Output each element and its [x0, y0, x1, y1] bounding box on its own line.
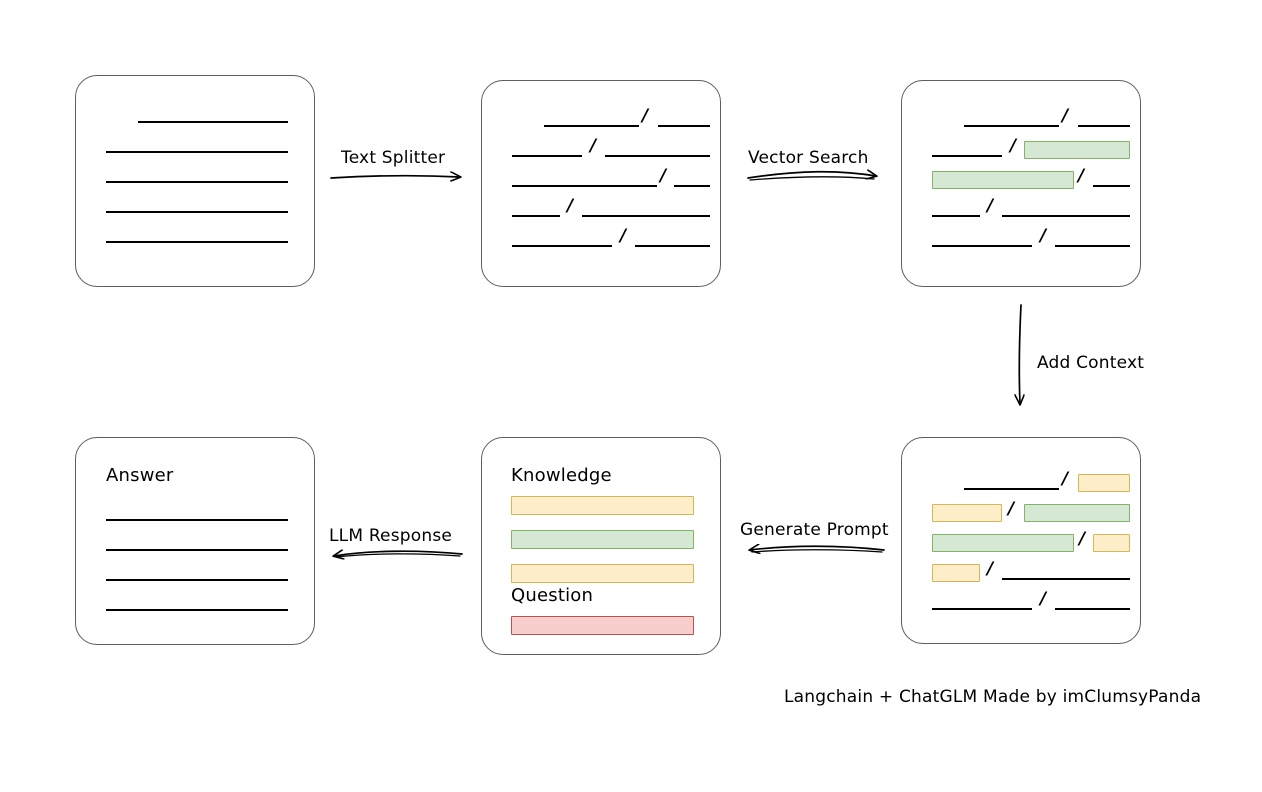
chunk-line	[964, 488, 1059, 490]
answer-box[interactable]: Answer	[75, 437, 315, 645]
chunk-separator-icon: /	[987, 559, 994, 579]
question-label: Question	[511, 585, 594, 606]
chunk-line	[635, 245, 710, 247]
footer-credit: Langchain + ChatGLM Made by imClumsyPand…	[784, 687, 1202, 707]
context-chunk-highlight	[1078, 474, 1130, 492]
llm-response-arrow	[334, 551, 463, 557]
knowledge-label: Knowledge	[511, 465, 612, 486]
chunk-line	[658, 125, 710, 127]
chunk-line	[932, 155, 1002, 157]
knowledge-chip	[511, 530, 694, 549]
generate-prompt-arrow	[750, 546, 885, 552]
matched-chunk-highlight	[932, 534, 1074, 552]
document-line	[106, 151, 288, 153]
document-line	[106, 211, 288, 213]
chunk-line	[1093, 185, 1130, 187]
chunk-separator-icon: /	[1040, 226, 1047, 246]
vector-search-label: Vector Search	[748, 148, 869, 168]
answer-line	[106, 549, 288, 551]
matched-chunk-highlight	[1024, 141, 1130, 159]
chunk-separator-icon: /	[1008, 499, 1015, 519]
chunk-separator-icon: /	[567, 196, 574, 216]
context-chunks-box[interactable]: / / / / /	[901, 437, 1141, 644]
chunk-line	[1002, 578, 1130, 580]
text-splitter-label: Text Splitter	[341, 148, 446, 168]
chunk-separator-icon: /	[987, 196, 994, 216]
text-splitter-arrow	[330, 176, 460, 178]
chunk-separator-icon: /	[1062, 106, 1069, 126]
chunk-separator-icon: /	[660, 166, 667, 186]
chunk-line	[512, 185, 657, 187]
chunk-line	[932, 245, 1032, 247]
context-chunk-highlight	[932, 504, 1002, 522]
chunk-line	[512, 215, 560, 217]
chunk-line	[1055, 245, 1130, 247]
chunk-separator-icon: /	[1062, 469, 1069, 489]
context-chunk-highlight	[932, 564, 980, 582]
chunk-separator-icon: /	[642, 106, 649, 126]
document-line	[106, 241, 288, 243]
matched-chunk-highlight	[932, 171, 1074, 189]
chunk-separator-icon: /	[590, 136, 597, 156]
chunk-line	[964, 125, 1059, 127]
matched-chunk-highlight	[1024, 504, 1130, 522]
chunk-line	[674, 185, 710, 187]
chunk-line	[544, 125, 639, 127]
chunk-line	[512, 155, 582, 157]
matched-chunks-box[interactable]: / / / / /	[901, 80, 1141, 287]
llm-response-label: LLM Response	[329, 526, 453, 546]
answer-line	[106, 609, 288, 611]
add-context-label: Add Context	[1037, 353, 1145, 373]
chunk-separator-icon: /	[1079, 529, 1086, 549]
document-line	[106, 181, 288, 183]
vector-search-arrow	[747, 172, 876, 181]
document-line	[138, 121, 288, 123]
chunk-line	[605, 155, 710, 157]
chunk-line	[1002, 215, 1130, 217]
knowledge-chip	[511, 496, 694, 515]
question-chip	[511, 616, 694, 635]
chunk-separator-icon: /	[1010, 136, 1017, 156]
answer-line	[106, 579, 288, 581]
chunk-line	[932, 608, 1032, 610]
chunk-line	[932, 215, 980, 217]
context-chunk-highlight	[1093, 534, 1130, 552]
chunk-line	[1078, 125, 1130, 127]
add-context-arrow	[1019, 304, 1021, 404]
chunk-separator-icon: /	[1040, 589, 1047, 609]
prompt-box[interactable]: Knowledge Question	[481, 437, 721, 655]
chunk-line	[512, 245, 612, 247]
generate-prompt-label: Generate Prompt	[740, 520, 889, 540]
chunk-line	[1055, 608, 1130, 610]
knowledge-chip	[511, 564, 694, 583]
source-document-box[interactable]	[75, 75, 315, 287]
chunk-separator-icon: /	[1078, 166, 1085, 186]
chunk-separator-icon: /	[620, 226, 627, 246]
chunk-line	[582, 215, 710, 217]
split-chunks-box[interactable]: / / / / /	[481, 80, 721, 287]
answer-label: Answer	[106, 465, 174, 486]
answer-line	[106, 519, 288, 521]
